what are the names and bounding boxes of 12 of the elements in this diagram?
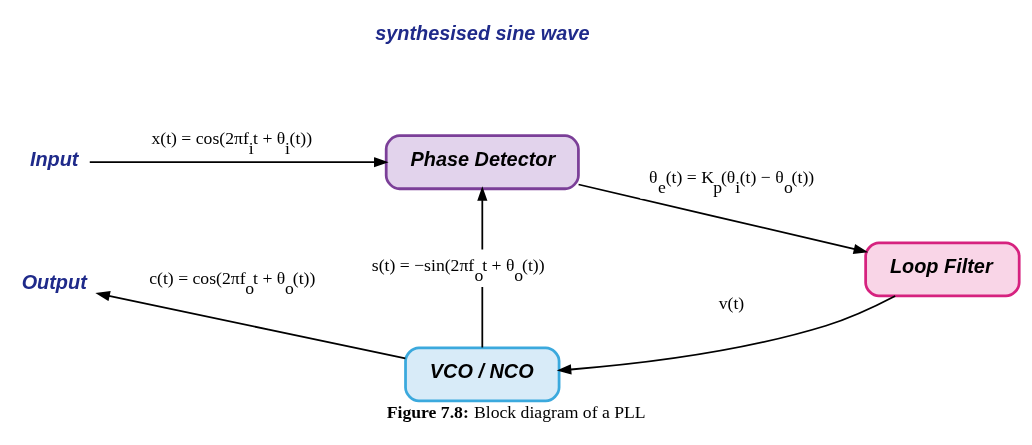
node-text: Input	[29, 147, 79, 170]
arrow	[95, 290, 407, 359]
caption: Figure 7.8: Block diagram of a PLL	[386, 401, 646, 422]
node-box: Loop Filter	[864, 241, 1021, 297]
node-box: VCO / NCO	[404, 345, 561, 402]
label: synthesised sine wave	[375, 21, 590, 44]
node-box: Phase Detector	[384, 133, 580, 190]
node-text: Output	[21, 270, 87, 293]
arrow	[88, 156, 389, 167]
arrow	[556, 294, 897, 375]
arrow	[577, 183, 869, 254]
edge-label: v(t)	[718, 292, 745, 313]
